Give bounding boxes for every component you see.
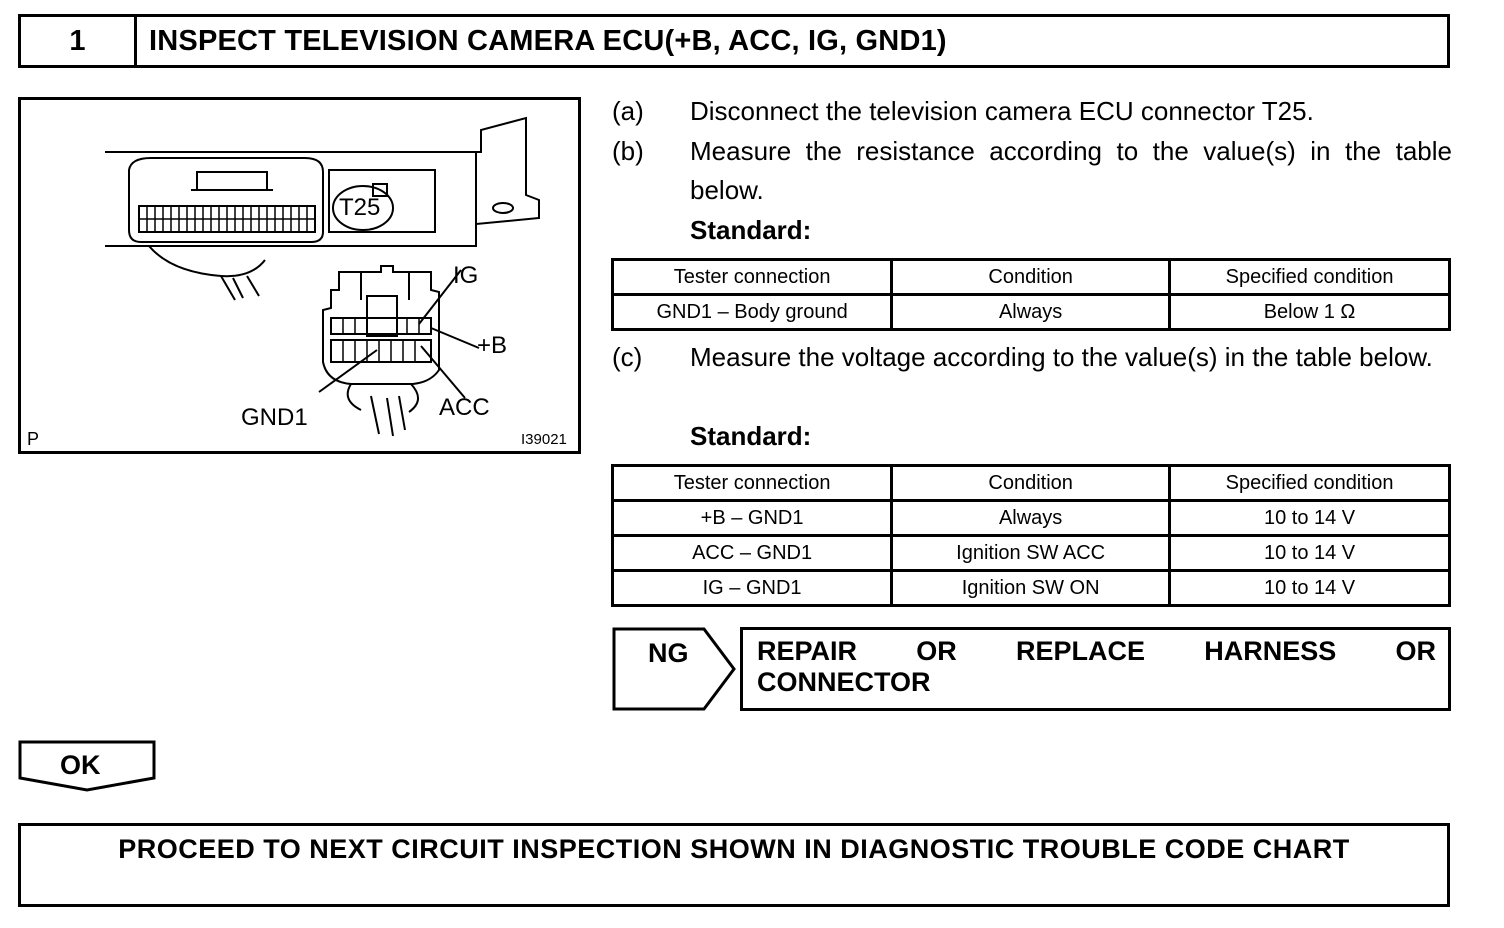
resistance-table: Tester connection Condition Specified co… xyxy=(610,258,1451,331)
terminal-label-ig: IG xyxy=(453,262,479,289)
table-cell: GND1 – Body ground xyxy=(610,293,894,331)
ok-arrow-icon xyxy=(18,740,156,792)
step-c-label: (c) xyxy=(612,342,643,372)
table-cell: 10 to 14 V xyxy=(1168,569,1451,607)
voltage-table: Tester connection Condition Specified co… xyxy=(610,464,1451,607)
table-cell: 10 to 14 V xyxy=(1168,499,1451,537)
table-header: Condition xyxy=(890,258,1172,296)
table-cell: ACC – GND1 xyxy=(610,534,894,572)
table-header: Specified condition xyxy=(1168,258,1451,296)
figure-id: I39021 xyxy=(521,431,567,448)
connector-illustration: T25 IG +B GND1 ACC P I39021 xyxy=(18,97,581,454)
table-cell: 10 to 14 V xyxy=(1168,534,1451,572)
table-header: Tester connection xyxy=(610,258,894,296)
table-header-row: Tester connection Condition Specified co… xyxy=(610,464,1451,502)
ng-action-word: REPLACE xyxy=(1015,636,1145,666)
proceed-box: PROCEED TO NEXT CIRCUIT INSPECTION SHOWN… xyxy=(18,823,1450,907)
ng-arrow-icon xyxy=(612,627,736,711)
standard-label-resistance: Standard: xyxy=(690,215,812,245)
table-cell: Always xyxy=(890,499,1172,537)
step-a-text: Disconnect the television camera ECU con… xyxy=(690,96,1314,126)
table-cell: +B – GND1 xyxy=(610,499,894,537)
table-row: ACC – GND1 Ignition SW ACC 10 to 14 V xyxy=(610,534,1451,572)
table-row: IG – GND1 Ignition SW ON 10 to 14 V xyxy=(610,569,1451,607)
table-cell: Always xyxy=(890,293,1172,331)
table-cell: IG – GND1 xyxy=(610,569,894,607)
ng-label: NG xyxy=(648,638,689,668)
terminal-label-plus-b: +B xyxy=(477,332,508,359)
ng-action-word: OR xyxy=(1395,636,1437,666)
step-b-text: Measure the resistance according to the … xyxy=(690,136,1452,205)
ng-action-word: REPAIR xyxy=(757,636,858,666)
table-row: GND1 – Body ground Always Below 1 Ω xyxy=(610,293,1451,331)
terminal-label-gnd1: GND1 xyxy=(241,404,308,431)
figure-corner-letter: P xyxy=(27,429,40,449)
step-a: (a) Disconnect the television camera ECU… xyxy=(612,92,1452,132)
ng-action-line2: CONNECTOR xyxy=(757,667,931,697)
step-c-text: Measure the voltage according to the val… xyxy=(690,342,1433,372)
step-a-label: (a) xyxy=(612,96,644,126)
step-b: (b) Measure the resistance according to … xyxy=(612,132,1452,212)
step-b-label: (b) xyxy=(612,136,644,166)
table-header: Tester connection xyxy=(610,464,894,502)
step-number: 1 xyxy=(21,17,137,65)
standard-label-voltage: Standard: xyxy=(690,421,812,451)
ng-action-word: OR xyxy=(916,636,957,666)
step-c: (c) Measure the voltage according to the… xyxy=(612,338,1452,418)
table-header-row: Tester connection Condition Specified co… xyxy=(610,258,1451,296)
table-cell: Below 1 Ω xyxy=(1168,293,1451,331)
connector-label-t25: T25 xyxy=(339,194,381,221)
step-title: INSPECT TELEVISION CAMERA ECU(+B, ACC, I… xyxy=(149,24,947,57)
ecu-connector-drawing xyxy=(105,116,540,437)
table-cell: Ignition SW ON xyxy=(890,569,1172,607)
table-header: Specified condition xyxy=(1168,464,1451,502)
ng-action-box: REPAIR OR REPLACE HARNESS OR CONNECTOR xyxy=(740,627,1451,711)
ok-label: OK xyxy=(60,750,101,780)
step-header: 1 INSPECT TELEVISION CAMERA ECU(+B, ACC,… xyxy=(18,14,1450,68)
table-row: +B – GND1 Always 10 to 14 V xyxy=(610,499,1451,537)
table-header: Condition xyxy=(890,464,1172,502)
terminal-label-acc: ACC xyxy=(439,394,490,421)
table-cell: Ignition SW ACC xyxy=(890,534,1172,572)
ng-action-word: HARNESS xyxy=(1204,636,1337,666)
